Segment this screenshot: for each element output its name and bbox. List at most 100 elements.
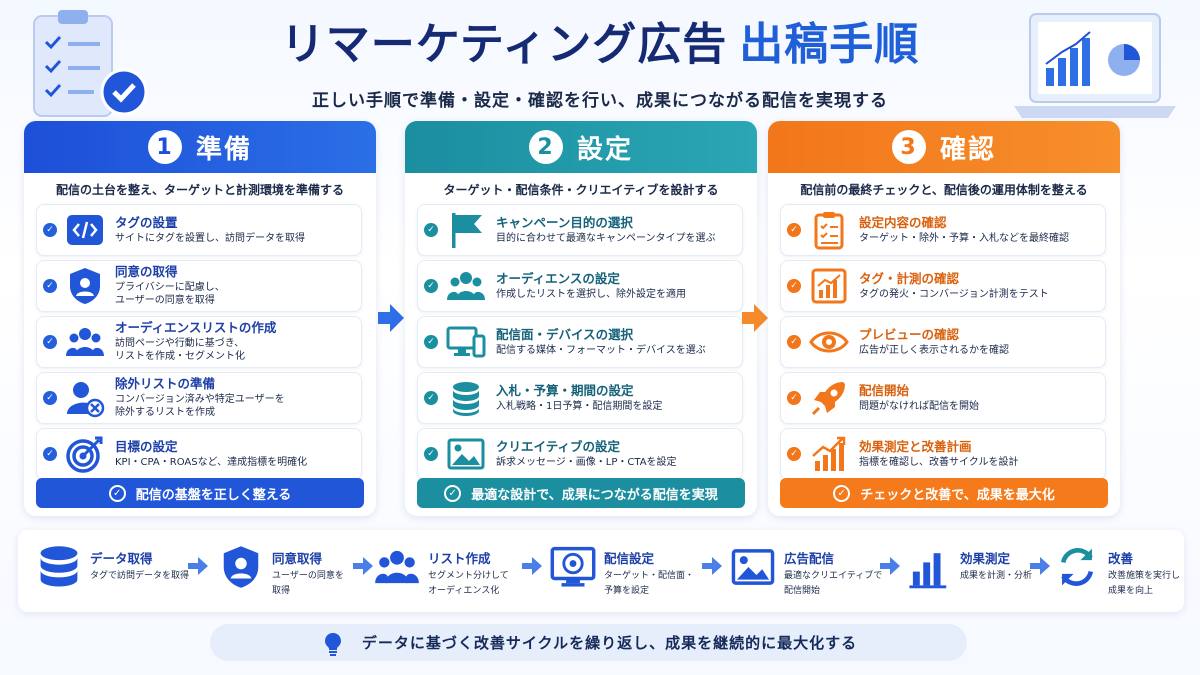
- item-title: タグの設置: [115, 214, 178, 230]
- item-desc: ユーザーの同意を取得: [115, 295, 215, 307]
- check-circle-icon: ✓: [444, 484, 462, 502]
- column-description: ターゲット・配信条件・クリエイティブを設計する: [443, 183, 719, 197]
- item-desc: 作成したリストを選択し、除外設定を適用: [496, 288, 686, 300]
- step-number: 1: [147, 130, 182, 164]
- item-desc: サイトにタグを設置し、訪問データを取得: [115, 232, 305, 244]
- check-icon: ✓: [424, 223, 438, 237]
- item-desc: 入札戦略・1日予算・配信期間を設定: [496, 400, 663, 412]
- footer-text: チェックと改善で、成果を最大化: [860, 487, 1055, 503]
- footer-text: 最適な設計で、成果につながる配信を実現: [471, 487, 718, 503]
- arrow-right-icon: [378, 304, 404, 332]
- lightbulb-icon: [324, 632, 341, 656]
- item-desc: 訪問ページや行動に基づき、: [115, 337, 245, 349]
- shield-user-icon: [65, 266, 105, 306]
- flow-step-desc: 取得: [272, 586, 291, 597]
- flow-step-title: 同意取得: [272, 551, 323, 566]
- item-title: 除外リストの準備: [115, 376, 216, 392]
- flow-step-title: 配信設定: [604, 551, 655, 566]
- list-item: ✓ 設定内容の確認ターゲット・除外・予算・入札などを最終確認: [780, 204, 1106, 256]
- arrow-right-icon: [742, 304, 768, 332]
- shield-user-icon: [218, 544, 264, 590]
- check-icon: ✓: [787, 447, 801, 461]
- flow-step-desc: ユーザーの同意を: [272, 571, 344, 581]
- database-icon: [36, 544, 82, 590]
- monitor-target-icon: [550, 544, 596, 590]
- page-title: リマーケティング広告出稿手順: [0, 8, 1200, 72]
- flow-step-consent: 同意取得ユーザーの同意を取得: [218, 540, 344, 604]
- list-item: ✓ オーディエンスリストの作成訪問ページや行動に基づき、リストを作成・セグメント…: [36, 316, 362, 368]
- item-title: 配信面・デバイスの選択: [496, 326, 634, 342]
- flow-step-desc: セグメント分けして: [428, 571, 509, 581]
- users-icon: [65, 322, 105, 362]
- list-item: ✓ オーディエンスの設定作成したリストを選択し、除外設定を適用: [417, 260, 743, 312]
- devices-icon: [446, 322, 486, 362]
- item-desc: 配信する媒体・フォーマット・デバイスを選ぶ: [496, 344, 706, 356]
- check-icon: ✓: [43, 447, 57, 461]
- flow-step-desc: 最適なクリエイティブで: [784, 571, 883, 581]
- check-icon: ✓: [787, 391, 801, 405]
- column-footer-banner: ✓ 配信の基盤を正しく整える: [36, 478, 364, 508]
- flow-step-title: データ取得: [90, 551, 153, 566]
- check-icon: ✓: [424, 391, 438, 405]
- title-main: リマーケティング広告: [280, 19, 728, 70]
- arrow-right-icon: [1030, 557, 1050, 575]
- item-title: 効果測定と改善計画: [859, 438, 972, 454]
- item-title: 同意の取得: [115, 264, 178, 280]
- column-footer-banner: ✓ チェックと改善で、成果を最大化: [780, 478, 1108, 508]
- step-column-prepare: 1 準備 配信の土台を整え、ターゲットと計測環境を準備する ✓ タグの設置サイト…: [24, 121, 376, 516]
- list-item: ✓ 入札・予算・期間の設定入札戦略・1日予算・配信期間を設定: [417, 372, 743, 424]
- item-desc: 除外するリストを作成: [115, 407, 215, 419]
- column-footer-banner: ✓ 最適な設計で、成果につながる配信を実現: [417, 478, 745, 508]
- flow-step-delivery: 広告配信最適なクリエイティブで配信開始: [730, 540, 882, 604]
- step-column-settings: 2 設定 ターゲット・配信条件・クリエイティブを設計する ✓ キャンペーン目的の…: [405, 121, 757, 516]
- step-number: 3: [891, 130, 926, 164]
- item-desc: 目的に合わせて最適なキャンペーンタイプを選ぶ: [496, 232, 716, 244]
- check-icon: ✓: [787, 223, 801, 237]
- column-heading: 確認: [939, 134, 996, 165]
- coins-icon: [446, 378, 486, 418]
- process-flow: データ取得タグで訪問データを取得 同意取得ユーザーの同意を取得 リスト作成セグメ…: [18, 530, 1184, 612]
- list-item: ✓ キャンペーン目的の選択目的に合わせて最適なキャンペーンタイプを選ぶ: [417, 204, 743, 256]
- code-tag-icon: [65, 210, 105, 250]
- title-highlight: 出稿手順: [739, 19, 920, 70]
- flow-step-desc: タグで訪問データを取得: [90, 571, 190, 581]
- list-item: ✓ 配信面・デバイスの選択配信する媒体・フォーマット・デバイスを選ぶ: [417, 316, 743, 368]
- flow-step-desc: 成果を計測・分析: [960, 571, 1033, 581]
- clipboard-check-illustration: [33, 10, 148, 117]
- check-icon: ✓: [43, 391, 57, 405]
- flow-step-measure: 効果測定成果を計測・分析: [906, 540, 1032, 604]
- flow-step-desc: 配信開始: [784, 586, 821, 597]
- list-item: ✓ プレビューの確認広告が正しく表示されるかを確認: [780, 316, 1106, 368]
- flow-step-desc: ターゲット・配信面・: [604, 571, 695, 581]
- item-desc: 広告が正しく表示されるかを確認: [859, 344, 1009, 356]
- arrow-right-icon: [880, 557, 900, 575]
- arrow-right-icon: [702, 557, 722, 575]
- column-description: 配信の土台を整え、ターゲットと計測環境を準備する: [55, 183, 344, 197]
- list-item: ✓ クリエイティブの設定訴求メッセージ・画像・LP・CTAを設定: [417, 428, 743, 480]
- list-item: ✓ 効果測定と改善計画指標を確認し、改善サイクルを設計: [780, 428, 1106, 480]
- refresh-icon: [1054, 544, 1100, 590]
- check-icon: ✓: [43, 279, 57, 293]
- rocket-icon: [809, 378, 849, 418]
- flow-step-desc: オーディエンス化: [428, 586, 500, 597]
- item-desc: 指標を確認し、改善サイクルを設計: [859, 456, 1019, 468]
- flow-step-title: 効果測定: [960, 551, 1011, 566]
- bar-chart-icon: [906, 544, 952, 590]
- flow-step-settings: 配信設定ターゲット・配信面・予算を設定: [550, 540, 694, 604]
- flow-step-title: リスト作成: [428, 551, 491, 566]
- column-heading: 設定: [576, 134, 633, 165]
- item-title: タグ・計測の確認: [859, 270, 960, 286]
- item-title: オーディエンスリストの作成: [115, 320, 277, 336]
- flow-step-desc: 成果を向上: [1108, 586, 1154, 597]
- column-heading: 準備: [195, 134, 252, 165]
- image-icon: [446, 434, 486, 474]
- message-text: データに基づく改善サイクルを繰り返し、成果を継続的に最大化する: [361, 634, 858, 652]
- laptop-analytics-illustration: [1014, 13, 1176, 118]
- footer-text: 配信の基盤を正しく整える: [135, 487, 292, 503]
- step-column-confirm: 3 確認 配信前の最終チェックと、配信後の運用体制を整える ✓ 設定内容の確認タ…: [768, 121, 1120, 516]
- flow-step-improve: 改善改善施策を実行し成果を向上: [1054, 540, 1180, 604]
- check-icon: ✓: [424, 447, 438, 461]
- item-desc: プライバシーに配慮し、: [115, 281, 225, 293]
- clipboard-check-icon: [809, 210, 849, 250]
